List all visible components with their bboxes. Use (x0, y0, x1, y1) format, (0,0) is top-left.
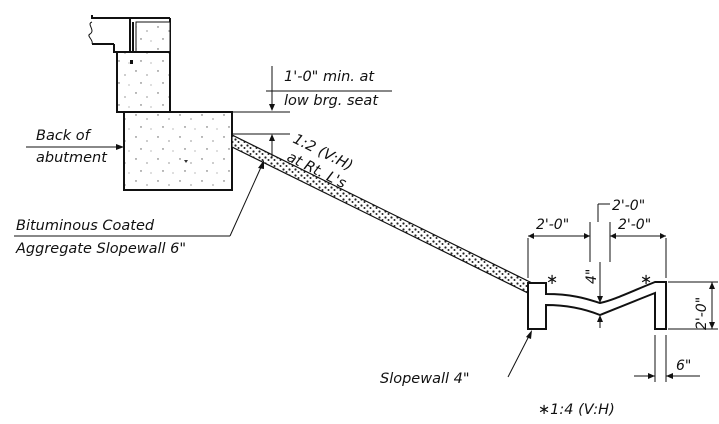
asterisk-mark-right: ∗ (640, 272, 652, 288)
dim-thickness: 6" (676, 358, 691, 374)
bearing-seat-leader (233, 66, 392, 158)
gutter-dimensions (527, 203, 718, 382)
slopewall4-leader (507, 330, 532, 378)
dim-depth-4: 4" (584, 269, 600, 284)
bearing-seat-label-1: 1'-0" min. at (284, 69, 375, 85)
slopewall4-label: Slopewall 4" (380, 371, 470, 387)
aggregate-slopewall (231, 134, 533, 296)
abutment-column (88, 15, 171, 113)
bearing-seat-label-2: low brg. seat (284, 93, 379, 109)
bituminous-label-1: Bituminous Coated (16, 218, 155, 234)
back-of-abutment-label-2: abutment (36, 150, 108, 166)
dim-right-width: 2'-0" (618, 217, 651, 233)
dim-left-width: 2'-0" (536, 217, 569, 233)
back-of-abutment-label-1: Back of (36, 128, 92, 144)
ratio-note: ∗1:4 (V:H) (538, 402, 615, 418)
abutment-footing (123, 111, 233, 191)
bituminous-label-2: Aggregate Slopewall 6" (15, 241, 186, 257)
bituminous-leader (14, 160, 264, 237)
asterisk-mark-left: ∗ (546, 272, 558, 288)
back-of-abutment-leader (26, 144, 124, 150)
dim-top-center: 2'-0" (612, 198, 645, 214)
dim-height: 2'-0" (694, 297, 710, 330)
gutter-section (527, 281, 667, 330)
